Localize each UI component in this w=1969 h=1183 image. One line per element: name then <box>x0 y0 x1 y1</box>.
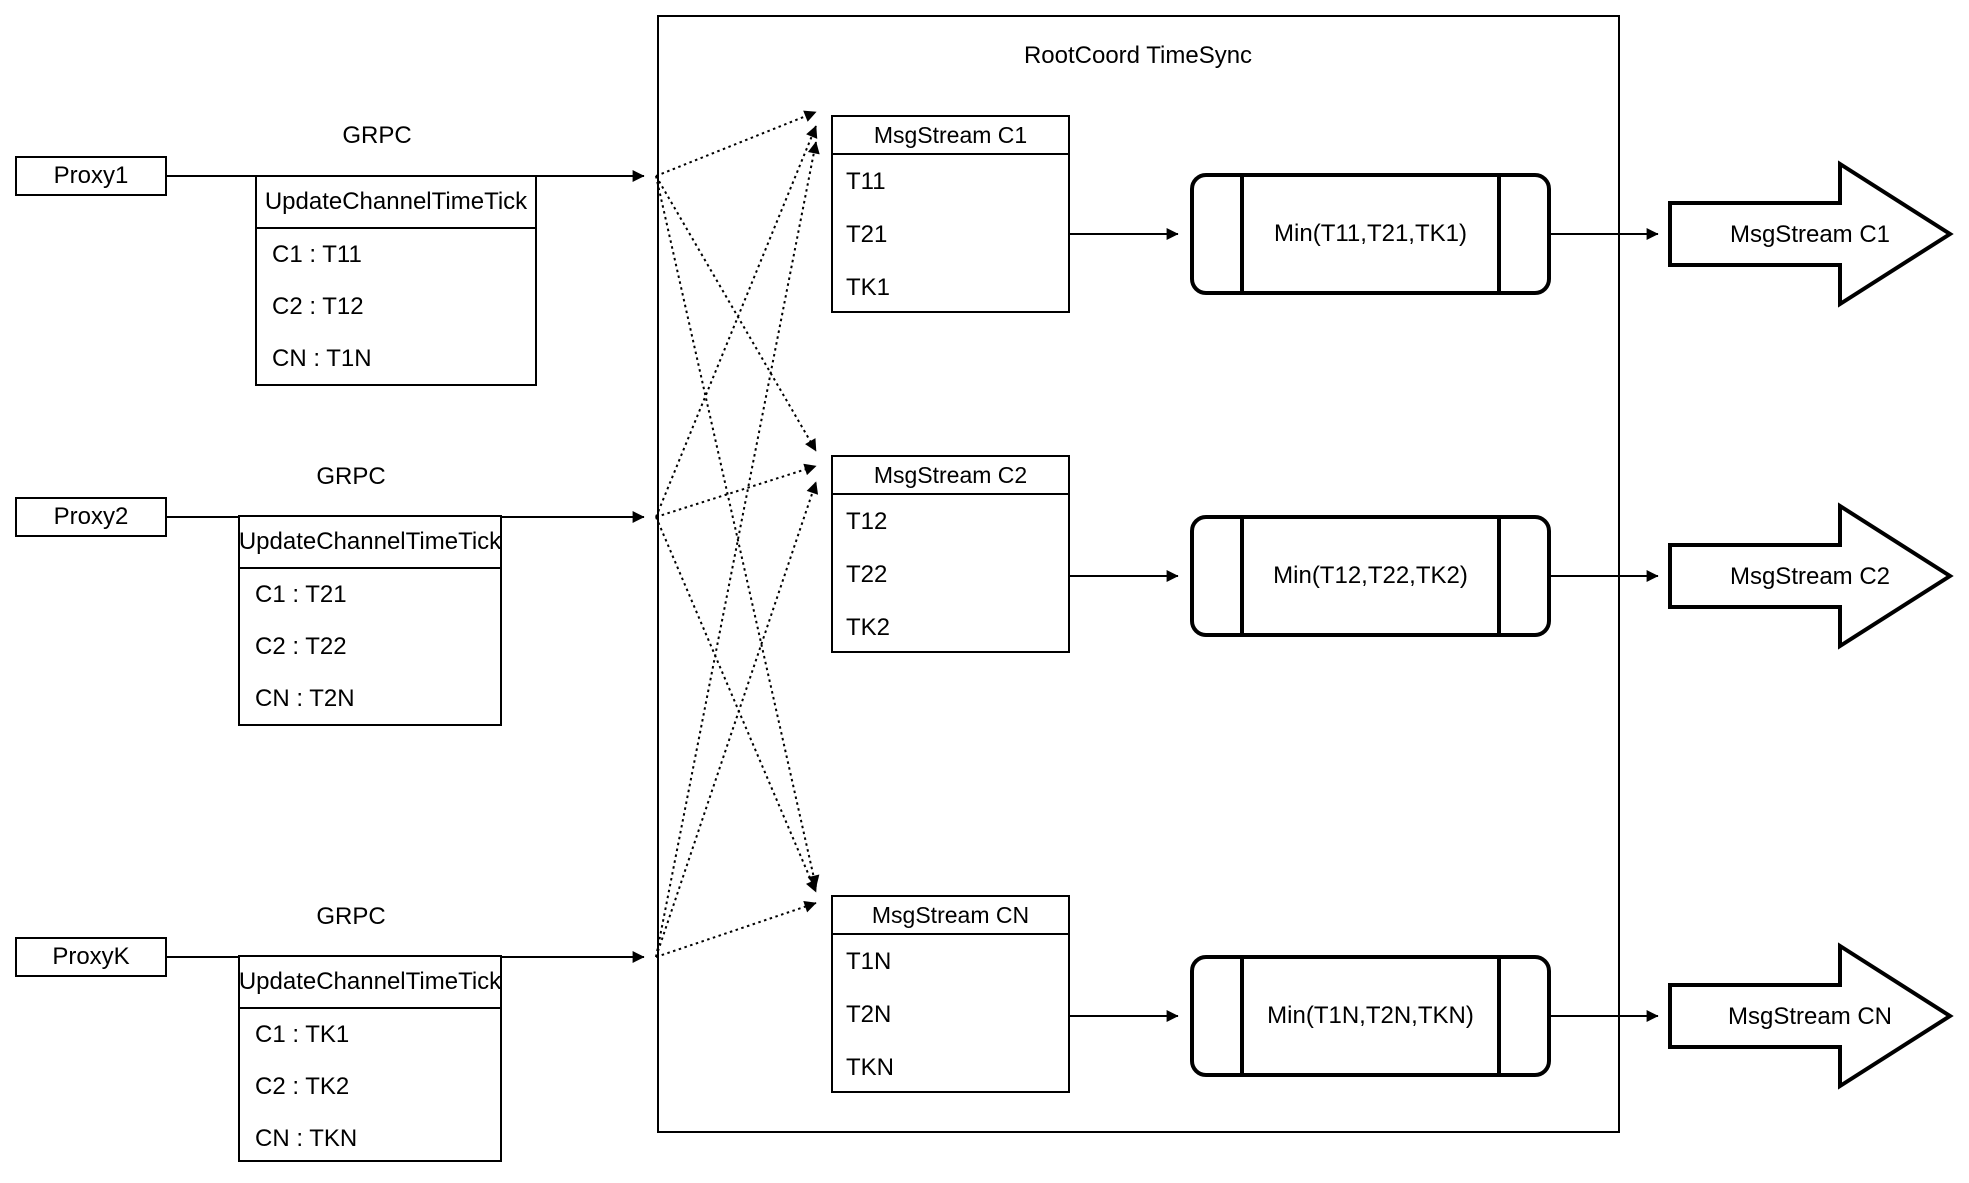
min-node-label: Min(T1N,T2N,TKN) <box>1267 1002 1474 1029</box>
msgstream-cn-table: MsgStream CN T1N T2N TKN <box>831 895 1070 1093</box>
msgstream-table-header: MsgStream CN <box>833 897 1068 935</box>
update-table-header: UpdateChannelTimeTick <box>239 517 501 569</box>
table-row: C1 : T21 <box>255 581 347 608</box>
msgstream-table-header: MsgStream C1 <box>833 117 1068 155</box>
min-node-left-bar <box>1240 177 1244 291</box>
min-to-output-arrows <box>1551 228 1659 1022</box>
rootcoord-timesync-container <box>657 15 1620 1133</box>
update-timetick-table-proxy2: UpdateChannelTimeTick C1 : T21 C2 : T22 … <box>238 515 502 726</box>
proxyk-label: ProxyK <box>52 943 130 970</box>
update-table-header: UpdateChannelTimeTick <box>239 957 501 1009</box>
min-node-right-bar <box>1497 959 1501 1073</box>
msgstream-c2-table: MsgStream C2 T12 T22 TK2 <box>831 455 1070 653</box>
table-row: T11 <box>846 167 886 195</box>
min-node-label: Min(T11,T21,TK1) <box>1274 220 1467 247</box>
output-arrow-c1-label: MsgStream C1 <box>1729 221 1891 248</box>
proxy2-label: Proxy2 <box>53 503 129 530</box>
grpc-label-1: GRPC <box>342 122 412 149</box>
min-node-right-bar <box>1497 177 1501 291</box>
table-row: T2N <box>846 1000 892 1028</box>
table-row: C1 : T11 <box>272 241 362 268</box>
min-node-right-bar <box>1497 519 1501 633</box>
table-row: C2 : T12 <box>272 293 364 320</box>
min-node-c1: Min(T11,T21,TK1) <box>1190 173 1551 295</box>
min-node-cn: Min(T1N,T2N,TKN) <box>1190 955 1551 1077</box>
msgstream-table-header: MsgStream C2 <box>833 457 1068 495</box>
min-node-left-bar <box>1240 959 1244 1073</box>
table-row: TKN <box>846 1053 894 1081</box>
table-row: T1N <box>846 947 892 975</box>
table-row: C2 : TK2 <box>255 1073 350 1100</box>
table-row: T12 <box>846 507 888 535</box>
proxyk-box: ProxyK <box>15 937 167 977</box>
update-timetick-table-proxyk: UpdateChannelTimeTick C1 : TK1 C2 : TK2 … <box>238 955 502 1162</box>
grpc-label-2: GRPC <box>316 463 386 490</box>
proxy1-box: Proxy1 <box>15 156 167 196</box>
update-timetick-table-proxy1: UpdateChannelTimeTick C1 : T11 C2 : T12 … <box>255 175 537 386</box>
table-row: CN : T1N <box>272 345 372 372</box>
output-arrow-cn-label: MsgStream CN <box>1727 1003 1893 1030</box>
table-row: TK2 <box>846 613 891 641</box>
proxy1-label: Proxy1 <box>53 162 129 189</box>
table-row: CN : T2N <box>255 685 355 712</box>
output-arrow-c2-label: MsgStream C2 <box>1729 563 1891 590</box>
grpc-label-3: GRPC <box>316 903 386 930</box>
update-table-header: UpdateChannelTimeTick <box>257 177 535 229</box>
min-node-left-bar <box>1240 519 1244 633</box>
table-row: T21 <box>846 220 888 248</box>
proxy2-box: Proxy2 <box>15 497 167 537</box>
table-row: TK1 <box>846 273 891 301</box>
table-row: C2 : T22 <box>255 633 347 660</box>
table-row: T22 <box>846 560 888 588</box>
msgstream-c1-table: MsgStream C1 T11 T21 TK1 <box>831 115 1070 313</box>
output-arrow-c1 <box>1668 160 1954 308</box>
output-arrow-cn <box>1668 942 1954 1090</box>
fanout-dotted-arrows <box>655 110 820 958</box>
table-row: CN : TKN <box>255 1125 358 1152</box>
min-node-c2: Min(T12,T22,TK2) <box>1190 515 1551 637</box>
min-node-label: Min(T12,T22,TK2) <box>1273 562 1468 589</box>
rootcoord-timesync-title: RootCoord TimeSync <box>1023 42 1253 69</box>
stream-to-min-arrows <box>1070 228 1179 1022</box>
output-arrow-c2 <box>1668 502 1954 650</box>
output-arrow-shapes <box>1668 160 1954 1090</box>
table-row: C1 : TK1 <box>255 1021 350 1048</box>
